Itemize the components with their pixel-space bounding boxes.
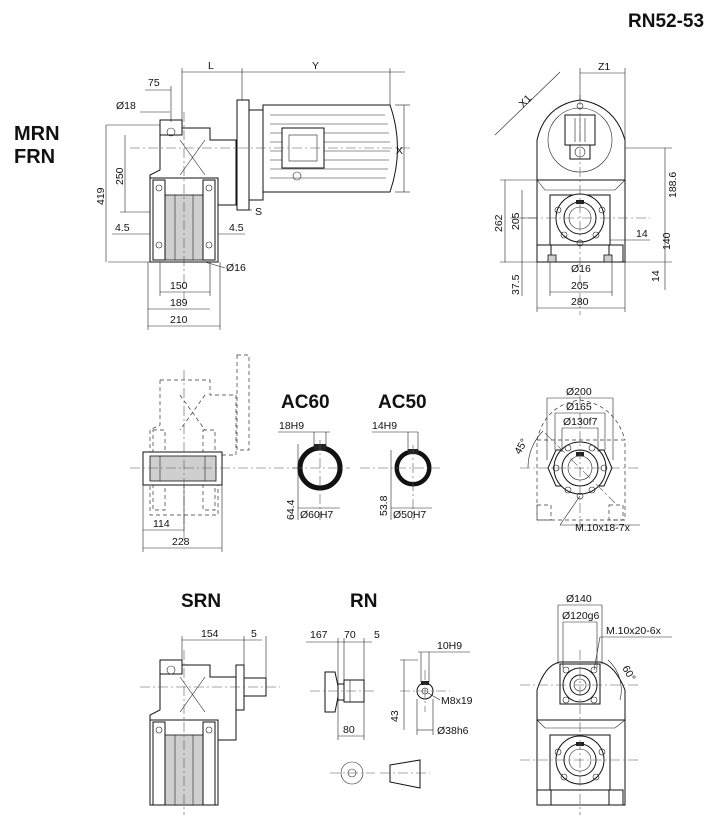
svg-text:228: 228 <box>172 536 190 548</box>
svg-text:Ø16: Ø16 <box>226 262 246 274</box>
svg-text:70: 70 <box>344 629 356 641</box>
svg-text:Y: Y <box>312 60 319 72</box>
view-rn: RN 167 70 5 80 10H9 43 M8x19 <box>306 591 473 789</box>
svg-text:Ø38h6: Ø38h6 <box>437 725 469 737</box>
view-middle-left: 114 228 <box>130 354 300 552</box>
svg-text:Ø120g6: Ø120g6 <box>562 610 600 622</box>
svg-text:5: 5 <box>251 628 257 640</box>
svg-text:205: 205 <box>571 280 589 292</box>
svg-text:10H9: 10H9 <box>437 640 462 652</box>
svg-text:189: 189 <box>170 297 188 309</box>
svg-text:140: 140 <box>661 232 673 250</box>
svg-text:X1: X1 <box>517 92 535 110</box>
svg-text:14H9: 14H9 <box>372 420 397 432</box>
svg-text:5: 5 <box>374 629 380 641</box>
svg-text:150: 150 <box>170 280 188 292</box>
svg-text:188.6: 188.6 <box>667 172 679 198</box>
svg-text:Ø50H7: Ø50H7 <box>393 509 426 521</box>
svg-text:75: 75 <box>148 77 160 89</box>
svg-text:4.5: 4.5 <box>229 222 244 234</box>
svg-text:X: X <box>396 145 403 157</box>
svg-text:14: 14 <box>650 270 662 282</box>
view-ac50: AC50 14H9 53.8 Ø50H7 <box>360 392 440 521</box>
view-srn: SRN 154 5 <box>140 591 280 815</box>
label-mrn: MRN <box>14 123 60 145</box>
svg-text:53.8: 53.8 <box>378 495 390 516</box>
view-top-right: Z1 X1 188.6 140 14 14 262 205 37.5 Ø16 2… <box>493 61 679 315</box>
svg-text:205: 205 <box>510 212 522 230</box>
svg-text:Ø165: Ø165 <box>566 401 592 413</box>
svg-text:Z1: Z1 <box>598 61 610 73</box>
label-ac50: AC50 <box>378 392 427 413</box>
svg-text:Ø200: Ø200 <box>566 386 592 398</box>
svg-text:43: 43 <box>389 710 401 722</box>
svg-text:4.5: 4.5 <box>115 222 130 234</box>
label-rn: RN <box>350 591 377 612</box>
svg-text:64.4: 64.4 <box>285 499 297 520</box>
svg-text:Ø60H7: Ø60H7 <box>300 509 333 521</box>
svg-text:Ø130f7: Ø130f7 <box>563 416 598 428</box>
svg-text:M.10x18-7x: M.10x18-7x <box>575 522 631 534</box>
svg-text:80: 80 <box>343 724 355 736</box>
svg-text:419: 419 <box>95 187 107 205</box>
svg-text:L: L <box>208 60 214 72</box>
svg-text:Ø16: Ø16 <box>571 263 591 275</box>
svg-text:210: 210 <box>170 314 188 326</box>
svg-text:Ø140: Ø140 <box>566 593 592 605</box>
label-frn: FRN <box>14 146 55 168</box>
view-bottom-right: Ø140 Ø120g6 M.10x20-6x 60° <box>520 593 672 815</box>
view-ac60: AC60 18H9 64.4 Ø60H7 <box>278 392 350 521</box>
view-middle-right: Ø200 Ø165 Ø130f7 45° M.10x18-7x <box>512 386 640 534</box>
label-srn: SRN <box>181 591 221 612</box>
svg-text:167: 167 <box>310 629 328 641</box>
svg-text:262: 262 <box>493 214 505 232</box>
label-ac60: AC60 <box>281 392 330 413</box>
svg-text:37.5: 37.5 <box>510 274 522 295</box>
svg-text:250: 250 <box>114 167 126 185</box>
svg-text:Ø18: Ø18 <box>116 100 136 112</box>
svg-text:114: 114 <box>153 518 170 530</box>
svg-text:M8x19: M8x19 <box>441 695 473 707</box>
svg-text:18H9: 18H9 <box>279 420 304 432</box>
svg-text:154: 154 <box>201 628 219 640</box>
svg-text:M.10x20-6x: M.10x20-6x <box>606 625 662 637</box>
svg-text:280: 280 <box>571 296 589 308</box>
drawing-title: RN52-53 <box>628 11 704 32</box>
svg-text:45°: 45° <box>512 437 530 457</box>
svg-text:14: 14 <box>636 228 648 240</box>
svg-text:S: S <box>255 206 262 218</box>
view-top-left: 75 L Y Ø18 250 419 X S 4.5 4.5 Ø16 150 1… <box>95 60 410 330</box>
svg-text:60°: 60° <box>619 664 637 684</box>
